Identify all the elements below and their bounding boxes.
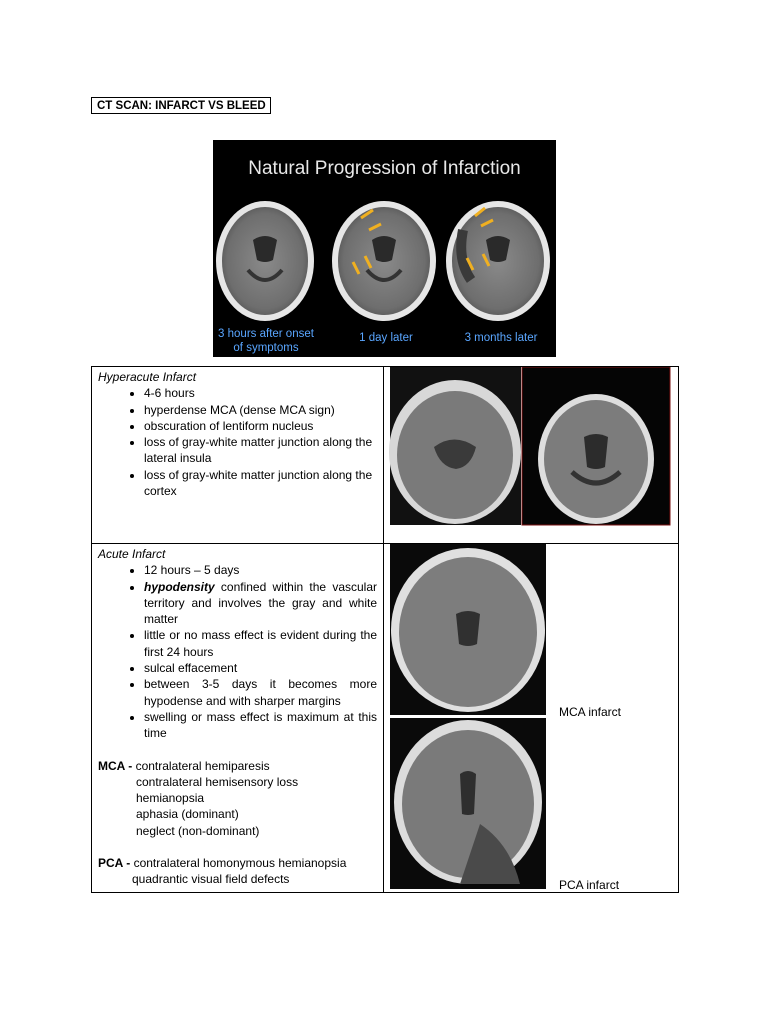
- list-item: swelling or mass effect is maximum at th…: [144, 709, 377, 742]
- acute-list: 12 hours – 5 days hypodensity confined w…: [98, 562, 377, 741]
- caption-3-hours: 3 hours after onset of symptoms: [218, 328, 314, 354]
- pca-line: contralateral homonymous hemianopsia: [133, 856, 347, 871]
- acute-ct-images: [390, 544, 546, 889]
- scan-1-day: [332, 201, 436, 321]
- list-item: 4-6 hours: [144, 385, 377, 401]
- mca-line: hemianopsia: [136, 791, 205, 806]
- list-item: sulcal effacement: [144, 660, 377, 676]
- infarct-table: Hyperacute Infarct 4-6 hours hyperdense …: [91, 366, 679, 893]
- figure-title: Natural Progression of Infarction: [248, 158, 521, 179]
- mca-label: MCA -: [98, 758, 133, 773]
- pca-line: quadrantic visual field defects: [132, 872, 290, 887]
- page-title: CT SCAN: INFARCT VS BLEED: [91, 97, 271, 114]
- acute-row: Acute Infarct 12 hours – 5 days hypodens…: [91, 543, 679, 893]
- acute-heading: Acute Infarct: [98, 547, 166, 561]
- caption-3-months: 3 months later: [464, 332, 538, 344]
- brain-scans-illustration: [216, 201, 550, 321]
- pca-infarct-caption: PCA infarct: [559, 878, 620, 892]
- emphasis-text: hypodensity: [144, 579, 215, 594]
- hyperacute-list: 4-6 hours hyperdense MCA (dense MCA sign…: [98, 385, 377, 499]
- pca-block: PCA - contralateral homonymous hemianops…: [98, 855, 377, 888]
- list-item-text: confined within the vascular territory a…: [144, 579, 377, 627]
- scan-3-months: [446, 201, 550, 321]
- hyperacute-images: [383, 366, 679, 544]
- mca-infarct-caption: MCA infarct: [559, 705, 622, 719]
- mca-line: aphasia (dominant): [136, 807, 239, 822]
- hyperacute-ct-images: [389, 367, 671, 526]
- mca-line: contralateral hemiparesis: [135, 758, 270, 773]
- list-item: 12 hours – 5 days: [144, 562, 377, 578]
- pca-label: PCA -: [98, 856, 131, 871]
- mca-line: neglect (non-dominant): [136, 823, 260, 838]
- list-item: hyperdense MCA (dense MCA sign): [144, 402, 377, 418]
- infarction-progression-figure: Natural Progression of Infarction: [213, 140, 556, 357]
- caption-1-day: 1 day later: [359, 332, 413, 344]
- hyperacute-row: Hyperacute Infarct 4-6 hours hyperdense …: [91, 366, 679, 544]
- list-item: loss of gray-white matter junction along…: [144, 434, 377, 467]
- list-item: little or no mass effect is evident duri…: [144, 627, 377, 660]
- mca-block: MCA - contralateral hemiparesis contrala…: [98, 758, 377, 839]
- hyperacute-heading: Hyperacute Infarct: [98, 370, 197, 384]
- list-item: between 3-5 days it becomes more hypoden…: [144, 676, 377, 709]
- scan-3-hours: [216, 201, 314, 321]
- acute-images: MCA infarct PCA infarct: [383, 543, 679, 893]
- mca-line: contralateral hemisensory loss: [136, 774, 299, 789]
- acute-text: Acute Infarct 12 hours – 5 days hypodens…: [91, 543, 384, 893]
- list-item: loss of gray-white matter junction along…: [144, 467, 377, 500]
- hyperacute-text: Hyperacute Infarct 4-6 hours hyperdense …: [91, 366, 384, 544]
- list-item: obscuration of lentiform nucleus: [144, 418, 377, 434]
- list-item: hypodensity confined within the vascular…: [144, 579, 377, 628]
